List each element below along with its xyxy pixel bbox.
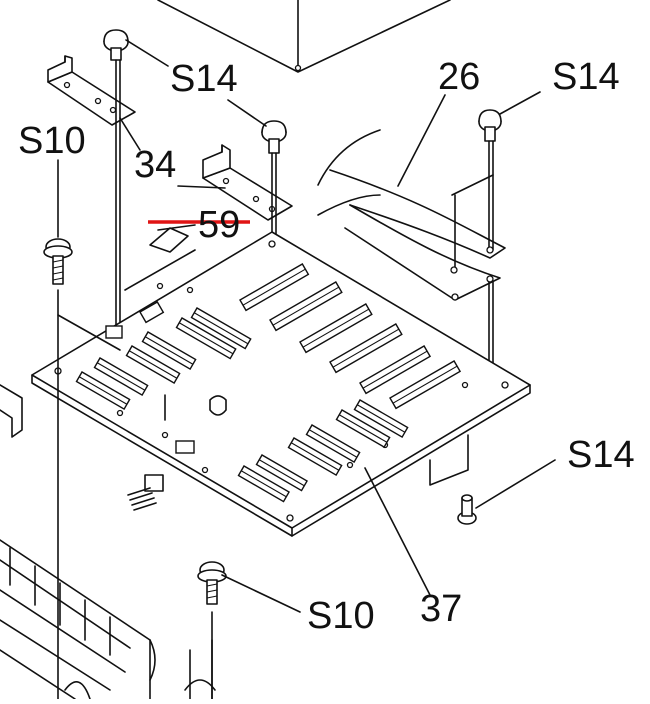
callout-s14-bottom-right: S14 [567,434,635,476]
callout-part-37: 37 [420,588,463,630]
screw-s14-bottom-right [457,494,477,525]
callout-s10-left: S10 [18,120,86,162]
callout-part-59: 59 [198,204,241,246]
callout-s14-top-right: S14 [552,56,620,98]
bracket-right-lower [429,434,469,486]
wire-connector-lower [127,474,164,511]
callout-s10-bottom: S10 [307,595,375,637]
screw-s14-top-left [103,29,129,411]
lower-frame-tray [0,384,216,700]
circuit-board-37 [31,227,531,537]
upper-enclosure [157,0,451,73]
screw-s14-top-right [478,109,502,251]
leader-lines [119,39,556,613]
bracket-34-left [47,55,136,126]
bracket-34-center [202,144,293,221]
screw-s10-bottom [197,561,227,700]
callout-part-26: 26 [438,56,481,98]
screw-s10-left [43,159,73,700]
callout-part-34: 34 [134,144,177,186]
callout-s14-top-left: S14 [170,58,238,100]
